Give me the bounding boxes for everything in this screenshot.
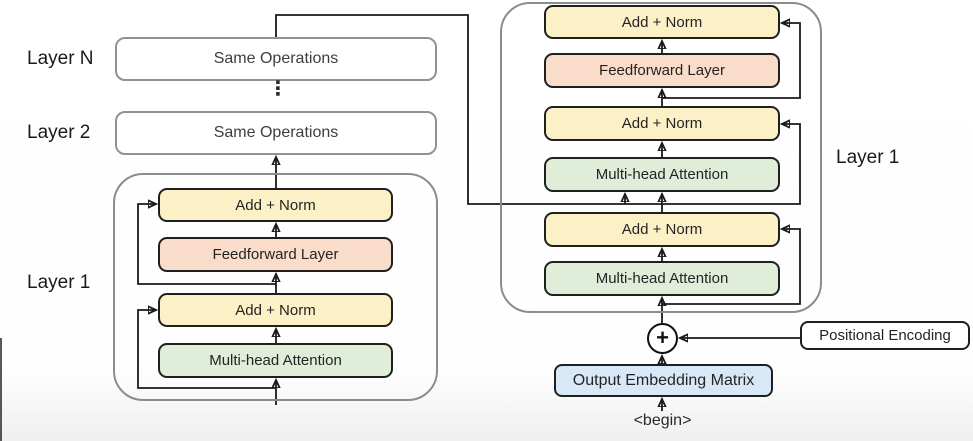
plus-icon: + (656, 324, 669, 350)
decoder-add-norm-3: Add + Norm (544, 5, 780, 39)
screen-edge-artifact (0, 338, 2, 441)
encoder-feedforward: Feedforward Layer (158, 237, 393, 272)
begin-token-label: <begin> (633, 412, 692, 429)
decoder-add-norm-2: Add + Norm (544, 106, 780, 141)
decoder-self-attention: Multi-head Attention (544, 261, 780, 296)
encoder-layer-n-label: Layer N (27, 48, 94, 69)
encoder-add-norm-1: Add + Norm (158, 293, 393, 327)
decoder-cross-attention: Multi-head Attention (544, 157, 780, 192)
encoder-residual-2 (137, 310, 276, 389)
encoder-layer-2-label: Layer 2 (27, 122, 91, 143)
encoder-add-norm-2: Add + Norm (158, 188, 393, 222)
decoder-layer-1-label: Layer 1 (836, 147, 900, 168)
encoder-to-decoder-line (275, 14, 801, 205)
decoder-add-norm-1: Add + Norm (544, 212, 780, 247)
decoder-feedforward: Feedforward Layer (544, 53, 780, 88)
positional-encoding-box: Positional Encoding (800, 321, 970, 350)
add-positional-encoding-node: + (647, 323, 678, 354)
decoder-residual-3 (662, 229, 801, 305)
decoder-layer-1-container (500, 2, 822, 313)
encoder-layer-n-box: Same Operations (115, 37, 437, 81)
stack-ellipsis: ⋮ (268, 78, 288, 100)
encoder-residual-1 (137, 204, 276, 285)
encoder-layer-2-box: Same Operations (115, 111, 437, 155)
encoder-layer-1-label: Layer 1 (27, 272, 91, 293)
encoder-layer-1-container (113, 173, 438, 401)
encoder-multi-head-attention: Multi-head Attention (158, 343, 393, 378)
decoder-residual-1 (662, 23, 801, 99)
output-embedding-matrix-box: Output Embedding Matrix (554, 364, 773, 397)
